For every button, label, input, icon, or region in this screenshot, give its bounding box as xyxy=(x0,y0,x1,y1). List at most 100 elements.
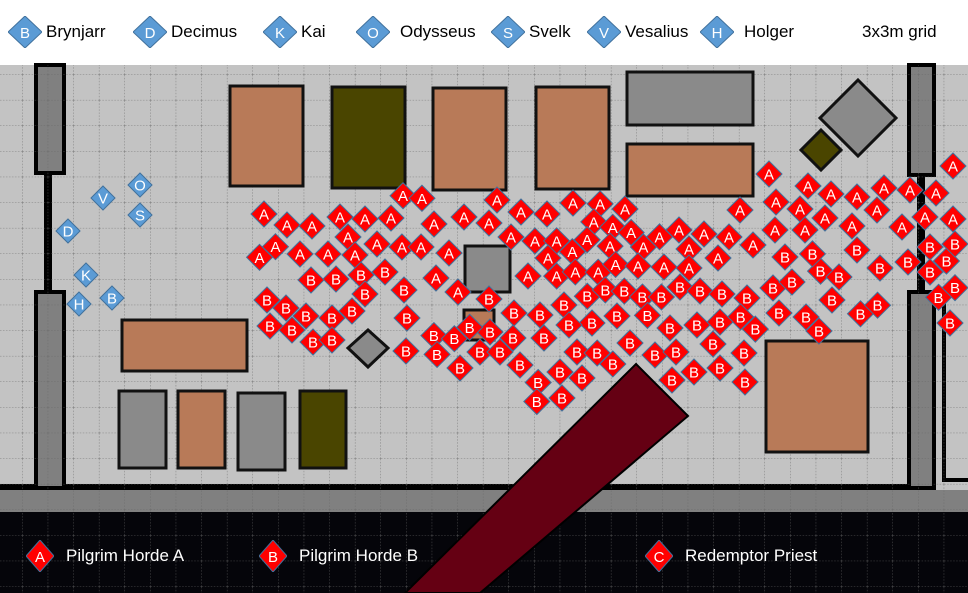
pilgrim-horde-b-token[interactable] xyxy=(726,303,755,331)
pilgrim-horde-b-token[interactable] xyxy=(771,243,799,271)
pilgrim-horde-a-token[interactable] xyxy=(326,203,354,231)
pilgrim-horde-b-token[interactable] xyxy=(708,280,736,308)
pilgrim-horde-a-token[interactable] xyxy=(817,180,845,208)
pilgrim-horde-b-token[interactable] xyxy=(272,294,300,322)
pilgrim-horde-b-token[interactable] xyxy=(843,236,871,264)
pilgrim-horde-b-token[interactable] xyxy=(936,309,964,337)
pilgrim-horde-b-token[interactable] xyxy=(941,230,968,258)
pilgrim-horde-b-token[interactable] xyxy=(253,286,281,314)
pilgrim-horde-b-token[interactable] xyxy=(392,337,420,365)
pilgrim-horde-b-token[interactable] xyxy=(578,309,606,337)
pilgrim-horde-a-token[interactable] xyxy=(843,183,871,211)
pilgrim-horde-a-token[interactable] xyxy=(261,232,290,261)
pilgrim-horde-b-token[interactable] xyxy=(563,338,591,366)
pilgrim-horde-b-token[interactable] xyxy=(530,324,558,352)
hero-token[interactable] xyxy=(90,185,116,211)
pilgrim-horde-a-token[interactable] xyxy=(761,216,789,244)
pilgrim-horde-a-token[interactable] xyxy=(388,233,416,261)
pilgrim-horde-b-token[interactable] xyxy=(633,301,662,330)
pilgrim-horde-b-token[interactable] xyxy=(318,326,346,354)
pilgrim-horde-b-token[interactable] xyxy=(699,330,727,358)
pilgrim-horde-a-token[interactable] xyxy=(273,211,301,239)
pilgrim-horde-a-token[interactable] xyxy=(351,205,379,233)
pilgrim-horde-a-token[interactable] xyxy=(922,179,950,207)
hero-token[interactable] xyxy=(73,262,99,288)
pilgrim-horde-a-token[interactable] xyxy=(407,233,435,261)
pilgrim-horde-a-token[interactable] xyxy=(791,216,819,244)
pilgrim-horde-b-token[interactable] xyxy=(523,387,551,416)
pilgrim-horde-b-token[interactable] xyxy=(499,324,527,352)
pilgrim-horde-a-token[interactable] xyxy=(690,220,718,248)
pilgrim-horde-b-token[interactable] xyxy=(603,302,631,330)
pilgrim-horde-b-token[interactable] xyxy=(818,286,846,314)
pilgrim-horde-a-token[interactable] xyxy=(534,244,562,272)
pilgrim-horde-a-token[interactable] xyxy=(704,244,732,272)
pilgrim-horde-a-token[interactable] xyxy=(911,203,939,231)
pilgrim-horde-b-token[interactable] xyxy=(486,338,514,366)
pilgrim-horde-b-token[interactable] xyxy=(731,368,759,396)
pilgrim-horde-b-token[interactable] xyxy=(292,302,320,330)
pilgrim-horde-a-token[interactable] xyxy=(863,196,891,224)
pilgrim-horde-a-token[interactable] xyxy=(939,205,967,233)
pilgrim-horde-a-token[interactable] xyxy=(755,160,783,188)
pilgrim-horde-b-token[interactable] xyxy=(706,354,734,382)
pilgrim-horde-b-token[interactable] xyxy=(440,325,469,353)
pilgrim-horde-a-token[interactable] xyxy=(838,212,866,240)
pilgrim-horde-b-token[interactable] xyxy=(647,283,676,311)
pilgrim-horde-a-token[interactable] xyxy=(533,200,561,228)
pilgrim-horde-b-token[interactable] xyxy=(866,254,894,282)
hero-token[interactable] xyxy=(127,202,153,228)
pilgrim-horde-b-token[interactable] xyxy=(278,316,306,344)
pilgrim-horde-a-token[interactable] xyxy=(611,195,639,223)
pilgrim-horde-a-token[interactable] xyxy=(601,250,630,279)
pilgrim-horde-b-token[interactable] xyxy=(526,301,554,329)
pilgrim-horde-b-token[interactable] xyxy=(546,358,574,386)
pilgrim-horde-a-token[interactable] xyxy=(559,189,587,217)
pilgrim-horde-a-token[interactable] xyxy=(726,196,754,224)
pilgrim-horde-a-token[interactable] xyxy=(475,209,503,237)
pilgrim-horde-b-token[interactable] xyxy=(805,317,833,345)
pilgrim-horde-b-token[interactable] xyxy=(506,351,534,379)
pilgrim-horde-b-token[interactable] xyxy=(706,308,734,336)
pilgrim-horde-b-token[interactable] xyxy=(393,304,421,332)
pilgrim-horde-b-token[interactable] xyxy=(916,258,944,286)
pilgrim-horde-b-token[interactable] xyxy=(924,283,953,311)
pilgrim-horde-b-token[interactable] xyxy=(683,311,711,339)
pilgrim-horde-a-token[interactable] xyxy=(298,212,326,240)
pilgrim-horde-b-token[interactable] xyxy=(568,364,596,392)
pilgrim-horde-b-token[interactable] xyxy=(351,280,379,308)
pilgrim-horde-a-token[interactable] xyxy=(675,254,703,282)
pilgrim-horde-b-token[interactable] xyxy=(390,276,418,304)
hero-token[interactable] xyxy=(127,172,153,198)
pilgrim-horde-a-token[interactable] xyxy=(420,210,448,238)
pilgrim-horde-b-token[interactable] xyxy=(686,277,714,305)
pilgrim-horde-a-token[interactable] xyxy=(896,176,924,204)
pilgrim-horde-a-token[interactable] xyxy=(794,172,822,200)
hero-token[interactable] xyxy=(66,291,92,317)
pilgrim-horde-a-token[interactable] xyxy=(521,227,549,255)
pilgrim-horde-b-token[interactable] xyxy=(322,265,350,293)
pilgrim-horde-b-token[interactable] xyxy=(680,358,708,386)
pilgrim-horde-b-token[interactable] xyxy=(555,311,583,339)
pilgrim-horde-a-token[interactable] xyxy=(715,223,743,251)
pilgrim-horde-b-token[interactable] xyxy=(297,266,325,294)
pilgrim-horde-a-token[interactable] xyxy=(939,152,967,180)
pilgrim-horde-a-token[interactable] xyxy=(444,278,472,306)
pilgrim-horde-b-token[interactable] xyxy=(616,329,644,357)
pilgrim-horde-a-token[interactable] xyxy=(314,240,342,268)
pilgrim-horde-b-token[interactable] xyxy=(741,315,770,343)
pilgrim-horde-b-token[interactable] xyxy=(591,276,620,304)
pilgrim-horde-b-token[interactable] xyxy=(599,350,627,378)
pilgrim-horde-b-token[interactable] xyxy=(825,263,853,291)
pilgrim-horde-a-token[interactable] xyxy=(573,226,601,254)
pilgrim-horde-b-token[interactable] xyxy=(666,273,694,301)
pilgrim-horde-a-token[interactable] xyxy=(665,216,693,244)
pilgrim-horde-b-token[interactable] xyxy=(656,314,684,342)
pilgrim-horde-b-token[interactable] xyxy=(446,354,474,382)
pilgrim-horde-a-token[interactable] xyxy=(624,252,652,280)
pilgrim-horde-b-token[interactable] xyxy=(455,313,484,341)
pilgrim-horde-a-token[interactable] xyxy=(870,174,898,202)
pilgrim-horde-b-token[interactable] xyxy=(548,384,576,412)
hero-token[interactable] xyxy=(99,285,125,311)
